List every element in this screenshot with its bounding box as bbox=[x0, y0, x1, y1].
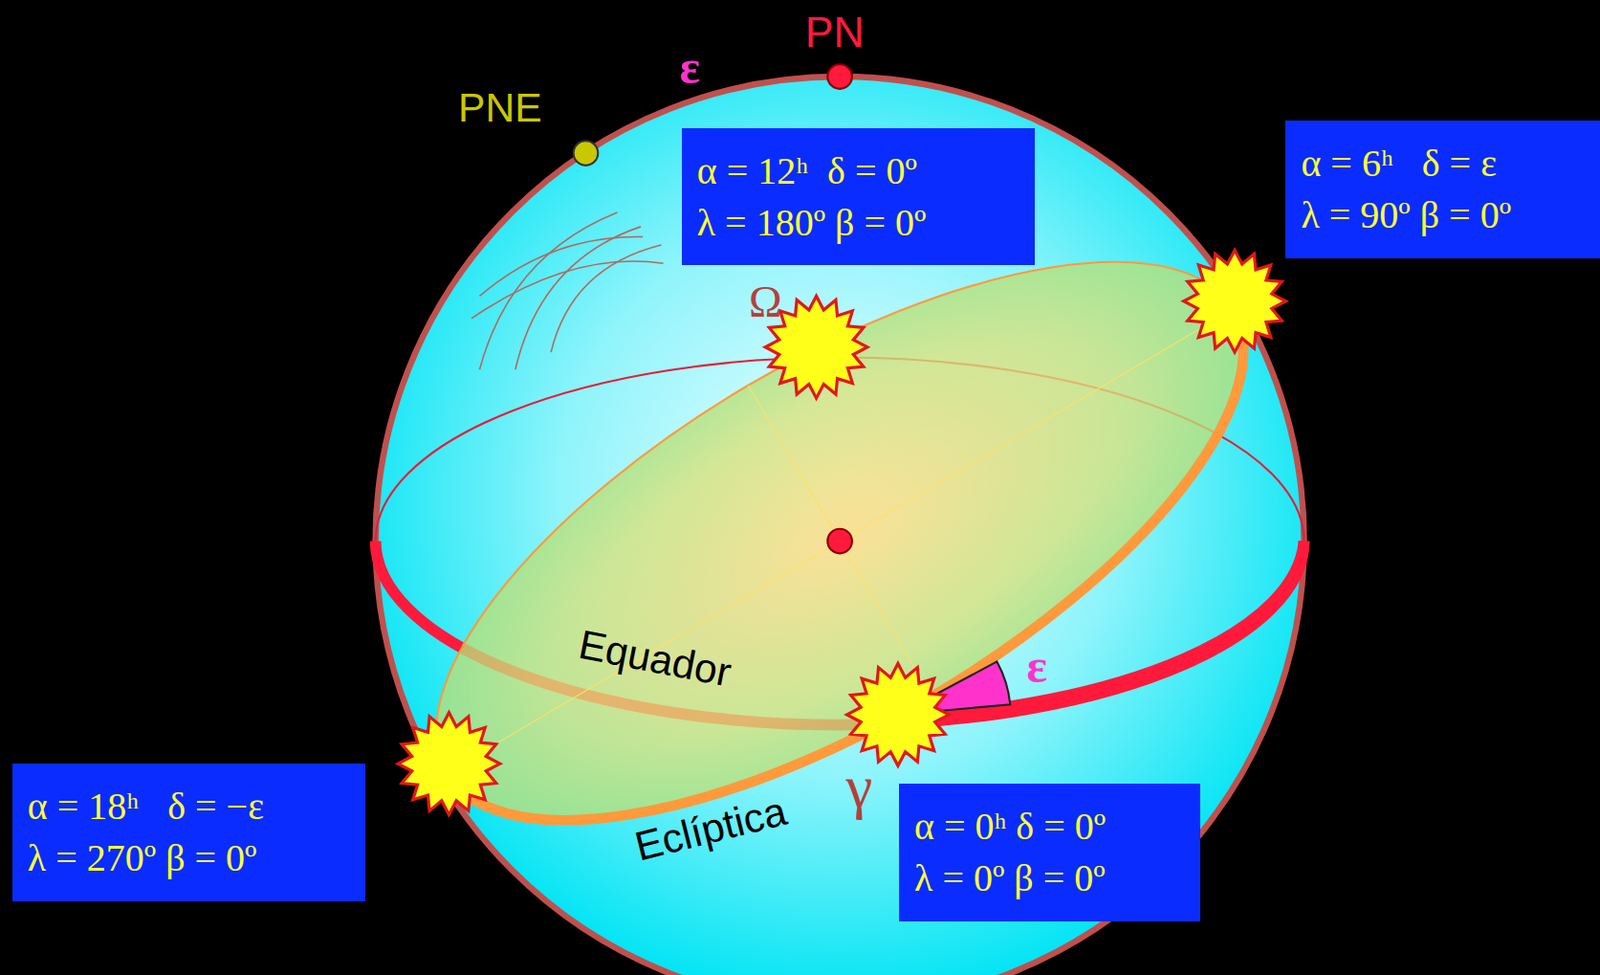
coordinate-box: α = 0ʰ δ = 0ºλ = 0º β = 0º bbox=[898, 783, 1201, 921]
sun-symbol bbox=[847, 663, 950, 767]
pole-label: PNE bbox=[458, 87, 543, 129]
equator-front-over bbox=[898, 541, 1305, 719]
coordinate-text: α = 18ʰ δ = −ε bbox=[27, 780, 351, 833]
coordinate-text: λ = 180º β = 0º bbox=[697, 197, 1020, 249]
coordinate-box: α = 18ʰ δ = −ελ = 270º β = 0º bbox=[12, 763, 366, 901]
coordinate-text: λ = 270º β = 0º bbox=[27, 832, 351, 884]
coordinate-text: λ = 0º β = 0º bbox=[914, 852, 1185, 904]
equinox-symbol: γ bbox=[845, 755, 873, 816]
sun-symbol bbox=[397, 712, 501, 815]
coordinate-box: α = 6ʰ δ = ελ = 90º β = 0º bbox=[1285, 120, 1600, 259]
obliquity-label: ε bbox=[679, 43, 701, 92]
pole-label: PN bbox=[805, 11, 865, 55]
center-dot bbox=[827, 528, 853, 554]
coordinate-text: λ = 90º β = 0º bbox=[1300, 189, 1585, 242]
node-symbol: Ω bbox=[748, 278, 783, 324]
north-pole-dot bbox=[827, 64, 853, 89]
meridian-hatch bbox=[471, 212, 664, 370]
obliquity-label: ε bbox=[1026, 640, 1048, 690]
ecliptic bbox=[354, 153, 1325, 929]
coordinate-text: α = 6ʰ δ = ε bbox=[1300, 137, 1585, 190]
sun-symbol bbox=[1183, 249, 1287, 352]
coordinate-box: α = 12ʰ δ = 0ºλ = 180º β = 0º bbox=[681, 128, 1035, 265]
coordinate-text: α = 0ʰ δ = 0º bbox=[914, 800, 1185, 853]
coordinate-text: α = 12ʰ δ = 0º bbox=[697, 145, 1020, 198]
ecliptic-pole-dot bbox=[573, 140, 599, 166]
